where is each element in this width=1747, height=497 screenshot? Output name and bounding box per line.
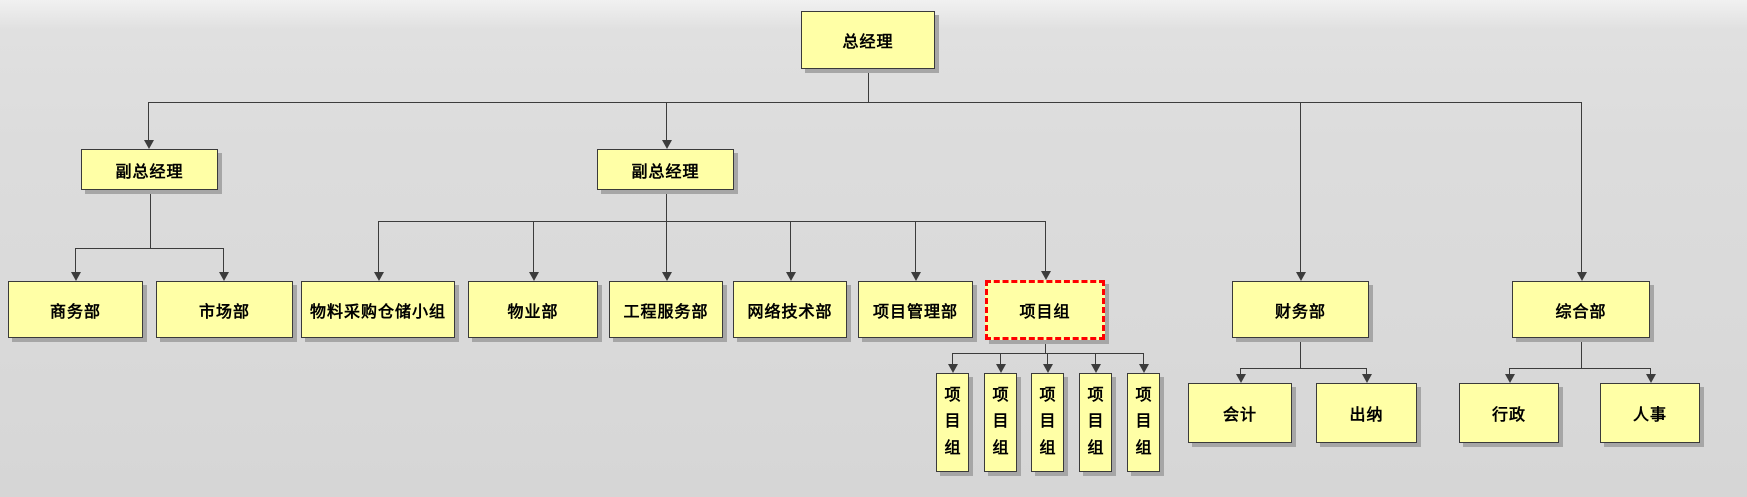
connector-line bbox=[1045, 340, 1046, 354]
node-label: 项目组 bbox=[1135, 386, 1152, 457]
node-label: 网络技术部 bbox=[747, 303, 833, 321]
node-business-dept[interactable]: 商务部 bbox=[8, 281, 143, 338]
node-project-team-3[interactable]: 项目组 bbox=[1031, 373, 1064, 472]
arrow-down-icon bbox=[662, 272, 672, 281]
connector-line bbox=[1143, 353, 1144, 364]
connector-line bbox=[1000, 353, 1001, 364]
node-label: 项目组 bbox=[992, 386, 1009, 457]
node-label: 项目组 bbox=[1019, 304, 1071, 321]
arrow-down-icon bbox=[948, 364, 958, 373]
node-material-procurement-group[interactable]: 物料采购仓储小组 bbox=[301, 281, 455, 338]
node-label: 项目组 bbox=[1039, 386, 1056, 457]
node-network-tech-dept[interactable]: 网络技术部 bbox=[733, 281, 847, 338]
node-property-dept[interactable]: 物业部 bbox=[468, 281, 598, 338]
node-project-team-4[interactable]: 项目组 bbox=[1079, 373, 1112, 472]
node-label: 项目组 bbox=[944, 386, 961, 457]
connector-line bbox=[952, 353, 1144, 354]
node-label: 行政 bbox=[1491, 407, 1526, 424]
connector-line bbox=[1300, 338, 1301, 369]
node-label: 出纳 bbox=[1349, 407, 1384, 424]
connector-line bbox=[1045, 221, 1046, 271]
connector-line bbox=[1300, 102, 1301, 272]
node-marketing-dept[interactable]: 市场部 bbox=[156, 281, 293, 338]
node-label: 项目管理部 bbox=[872, 303, 958, 321]
connector-line bbox=[1240, 368, 1241, 374]
connector-line bbox=[1650, 368, 1651, 374]
node-label: 人事 bbox=[1632, 407, 1667, 424]
node-label: 综合部 bbox=[1555, 303, 1607, 321]
arrow-down-icon bbox=[144, 140, 154, 149]
node-project-team-2[interactable]: 项目组 bbox=[984, 373, 1017, 472]
node-label: 副总经理 bbox=[115, 163, 184, 181]
connector-line bbox=[378, 221, 1046, 222]
connector-line bbox=[915, 221, 916, 272]
node-label: 物业部 bbox=[507, 303, 559, 321]
node-general-manager[interactable]: 总经理 bbox=[801, 11, 935, 69]
connector-line bbox=[790, 221, 791, 272]
arrow-down-icon bbox=[1646, 374, 1656, 383]
node-admin[interactable]: 行政 bbox=[1459, 383, 1559, 443]
connector-line bbox=[148, 102, 1582, 103]
connector-line bbox=[223, 248, 224, 272]
node-engineering-service-dept[interactable]: 工程服务部 bbox=[609, 281, 723, 338]
arrow-down-icon bbox=[71, 272, 81, 281]
node-label: 市场部 bbox=[198, 303, 250, 321]
arrow-down-icon bbox=[1577, 272, 1587, 281]
connector-line bbox=[1509, 368, 1510, 374]
node-project-team-5[interactable]: 项目组 bbox=[1127, 373, 1160, 472]
connector-line bbox=[666, 102, 667, 140]
connector-line bbox=[666, 221, 667, 272]
connector-line bbox=[1509, 368, 1651, 369]
arrow-down-icon bbox=[1139, 364, 1149, 373]
arrow-down-icon bbox=[374, 272, 384, 281]
arrow-down-icon bbox=[996, 364, 1006, 373]
node-deputy-gm-mid[interactable]: 副总经理 bbox=[597, 149, 734, 190]
node-label: 工程服务部 bbox=[623, 303, 709, 321]
connector-line bbox=[533, 221, 534, 272]
arrow-down-icon bbox=[1236, 374, 1246, 383]
arrow-down-icon bbox=[1043, 364, 1053, 373]
node-finance-dept[interactable]: 财务部 bbox=[1232, 281, 1369, 338]
arrow-down-icon bbox=[529, 272, 539, 281]
connector-line bbox=[952, 353, 953, 364]
connector-line bbox=[1581, 102, 1582, 272]
node-project-team-1[interactable]: 项目组 bbox=[936, 373, 969, 472]
connector-line bbox=[150, 190, 151, 249]
connector-line bbox=[378, 221, 379, 272]
connector-line bbox=[1047, 353, 1048, 364]
connector-line bbox=[148, 102, 149, 140]
connector-line bbox=[75, 248, 224, 249]
node-project-team[interactable]: 项目组 bbox=[985, 280, 1105, 340]
node-label: 商务部 bbox=[49, 303, 101, 321]
connector-line bbox=[1240, 368, 1367, 369]
node-label: 总经理 bbox=[842, 34, 894, 51]
node-label: 物料采购仓储小组 bbox=[309, 303, 446, 321]
node-cashier[interactable]: 出纳 bbox=[1316, 383, 1417, 443]
connector-line bbox=[75, 248, 76, 272]
connector-line bbox=[1581, 338, 1582, 369]
node-label: 副总经理 bbox=[631, 163, 700, 181]
connector-line bbox=[868, 69, 869, 103]
node-accounting[interactable]: 会计 bbox=[1188, 383, 1292, 443]
arrow-down-icon bbox=[1091, 364, 1101, 373]
connector-line bbox=[666, 190, 667, 222]
connector-line bbox=[1366, 368, 1367, 374]
node-general-affairs-dept[interactable]: 综合部 bbox=[1512, 281, 1650, 338]
arrow-down-icon bbox=[1505, 374, 1515, 383]
arrow-down-icon bbox=[1362, 374, 1372, 383]
arrow-down-icon bbox=[786, 272, 796, 281]
node-project-mgmt-dept[interactable]: 项目管理部 bbox=[858, 281, 973, 338]
arrow-down-icon bbox=[1041, 271, 1051, 280]
node-hr[interactable]: 人事 bbox=[1600, 383, 1700, 443]
node-label: 财务部 bbox=[1274, 303, 1326, 321]
arrow-down-icon bbox=[1296, 272, 1306, 281]
arrow-down-icon bbox=[219, 272, 229, 281]
node-label: 项目组 bbox=[1087, 386, 1104, 457]
connector-line bbox=[1095, 353, 1096, 364]
node-deputy-gm-left[interactable]: 副总经理 bbox=[81, 149, 218, 190]
arrow-down-icon bbox=[911, 272, 921, 281]
node-label: 会计 bbox=[1222, 407, 1257, 424]
arrow-down-icon bbox=[662, 140, 672, 149]
